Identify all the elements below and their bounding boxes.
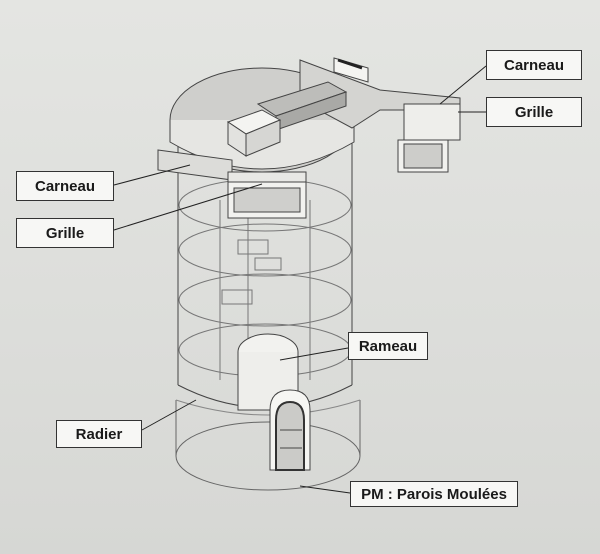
callout-rameau: Rameau [348, 332, 428, 360]
callout-radier: Radier [56, 420, 142, 448]
left-carneau [157, 149, 307, 219]
leader-lines [113, 65, 487, 494]
outer-wall [175, 399, 361, 491]
callout-carneau-left: Carneau [16, 171, 114, 201]
right-carneau [299, 59, 461, 173]
rameau-tunnel [237, 333, 311, 471]
callout-grille-right: Grille [486, 97, 582, 127]
top-equipment [226, 57, 369, 157]
callout-carneau-right: Carneau [486, 50, 582, 80]
callout-grille-left: Grille [16, 218, 114, 248]
callout-parois-moulees: PM : Parois Moulées [350, 481, 518, 507]
